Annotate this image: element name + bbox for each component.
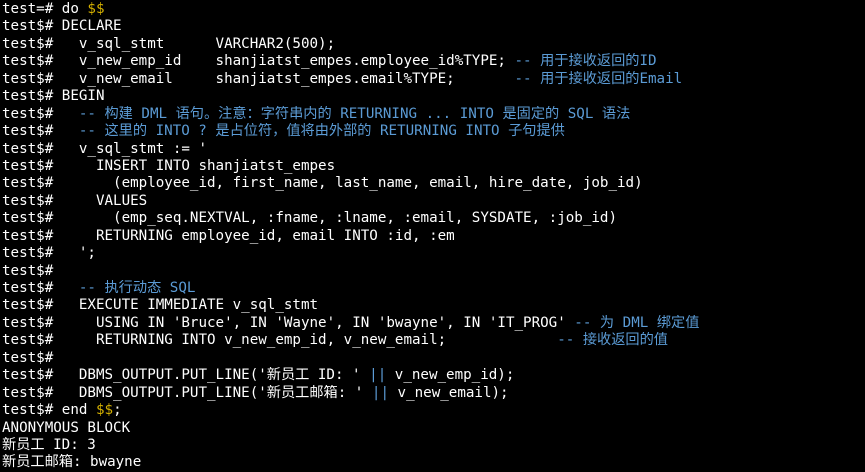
terminal-line: test$# BEGIN bbox=[2, 88, 865, 105]
concat-operator: || bbox=[369, 367, 387, 384]
terminal-line: test$# RETURNING INTO v_new_emp_id, v_ne… bbox=[2, 332, 865, 349]
output-line: 新员工 ID: 3 bbox=[2, 436, 96, 453]
dollar-quote: $$ bbox=[95, 402, 114, 419]
terminal-line: test$# v_sql_stmt VARCHAR2(500); bbox=[2, 36, 865, 53]
code-text: USING IN 'Bruce', IN 'Wayne', IN 'bwayne… bbox=[53, 314, 575, 331]
terminal-line: test$# DBMS_OUTPUT.PUT_LINE('新员工 ID: ' |… bbox=[2, 367, 865, 384]
prompt: test$# bbox=[2, 210, 54, 227]
code-comment: -- 这里的 INTO ? 是占位符，值将由外部的 RETURNING INTO… bbox=[78, 123, 565, 140]
code-comment: -- 为 DML 绑定值 bbox=[574, 314, 700, 331]
prompt: test=# bbox=[2, 1, 54, 17]
code-text: v_new_emp_id); bbox=[386, 367, 515, 384]
terminal-line: test$# -- 执行动态 SQL bbox=[2, 280, 865, 297]
code-text: ; bbox=[113, 402, 122, 419]
prompt: test$# bbox=[2, 280, 54, 296]
terminal-line: test$# v_new_email shanjiatst_empes.emai… bbox=[2, 71, 865, 88]
prompt: test$# bbox=[2, 314, 54, 331]
terminal-line: test$# DECLARE bbox=[2, 18, 865, 35]
code-text: end bbox=[53, 402, 96, 419]
code-text bbox=[53, 123, 79, 139]
terminal-line: test$# -- 这里的 INTO ? 是占位符，值将由外部的 RETURNI… bbox=[2, 123, 865, 140]
code-text: v_sql_stmt VARCHAR2(500); bbox=[53, 35, 336, 52]
terminal-line: test$# (emp_seq.NEXTVAL, :fname, :lname,… bbox=[2, 210, 865, 227]
code-text: DBMS_OUTPUT.PUT_LINE('新员工邮箱: ' bbox=[53, 384, 372, 401]
terminal-line: test$# v_sql_stmt := ' bbox=[2, 141, 865, 158]
output-line: 新员工邮箱: bwayne bbox=[2, 454, 142, 471]
code-text: DECLARE bbox=[53, 18, 122, 35]
terminal-line: test$# USING IN 'Bruce', IN 'Wayne', IN … bbox=[2, 315, 865, 332]
prompt: test$# bbox=[2, 35, 54, 52]
dollar-quote: $$ bbox=[87, 1, 105, 17]
prompt: test$# bbox=[2, 192, 54, 209]
terminal-line: test$# bbox=[2, 350, 865, 367]
prompt: test$# bbox=[2, 384, 54, 401]
code-comment: -- 用于接收返回的ID bbox=[514, 53, 657, 70]
code-text: (employee_id, first_name, last_name, ema… bbox=[53, 175, 643, 192]
code-text: v_new_emp_id shanjiatst_empes.employee_i… bbox=[53, 53, 515, 70]
code-comment: -- 执行动态 SQL bbox=[78, 280, 196, 296]
output-line: ANONYMOUS BLOCK bbox=[2, 419, 131, 436]
terminal-line: test$# RETURNING employee_id, email INTO… bbox=[2, 228, 865, 245]
code-text: BEGIN bbox=[53, 88, 105, 105]
terminal-line: test=# do $$ bbox=[2, 1, 865, 18]
prompt: test$# bbox=[2, 88, 54, 105]
prompt: test$# bbox=[2, 53, 54, 70]
code-comment: -- 构建 DML 语句。注意：字符串内的 RETURNING ... INTO… bbox=[78, 105, 631, 122]
code-text: v_sql_stmt := ' bbox=[53, 140, 207, 157]
prompt: test$# bbox=[2, 18, 54, 35]
code-text: '; bbox=[53, 245, 96, 262]
terminal-line: test$# VALUES bbox=[2, 193, 865, 210]
code-text: EXECUTE IMMEDIATE v_sql_stmt bbox=[53, 297, 319, 314]
prompt: test$# bbox=[2, 367, 54, 384]
prompt: test$# bbox=[2, 297, 54, 314]
prompt: test$# bbox=[2, 123, 54, 140]
terminal-line: test$# end $$; bbox=[2, 402, 865, 419]
prompt: test$# bbox=[2, 262, 54, 279]
prompt: test$# bbox=[2, 175, 54, 192]
prompt: test$# bbox=[2, 140, 54, 157]
prompt: test$# bbox=[2, 70, 54, 87]
code-text: v_new_email shanjiatst_empes.email%TYPE; bbox=[53, 70, 515, 87]
prompt: test$# bbox=[2, 227, 54, 244]
terminal-line: test$# (employee_id, first_name, last_na… bbox=[2, 175, 865, 192]
terminal-line: test$# '; bbox=[2, 245, 865, 262]
code-text bbox=[53, 280, 79, 296]
code-text: do bbox=[53, 1, 88, 17]
terminal-line: test$# v_new_emp_id shanjiatst_empes.emp… bbox=[2, 53, 865, 70]
terminal-line: test$# EXECUTE IMMEDIATE v_sql_stmt bbox=[2, 297, 865, 314]
code-text: DBMS_OUTPUT.PUT_LINE('新员工 ID: ' bbox=[53, 367, 370, 384]
code-text: v_new_email); bbox=[389, 384, 509, 401]
prompt: test$# bbox=[2, 157, 54, 174]
code-text: VALUES bbox=[53, 192, 148, 209]
code-text: RETURNING employee_id, email INTO :id, :… bbox=[53, 227, 455, 244]
code-text: INSERT INTO shanjiatst_empes bbox=[53, 157, 336, 174]
code-comment: -- 用于接收返回的Email bbox=[514, 70, 683, 87]
terminal-line: test$# -- 构建 DML 语句。注意：字符串内的 RETURNING .… bbox=[2, 106, 865, 123]
prompt: test$# bbox=[2, 402, 54, 419]
code-text: (emp_seq.NEXTVAL, :fname, :lname, :email… bbox=[53, 210, 617, 227]
code-comment: -- 接收返回的值 bbox=[557, 332, 668, 349]
prompt: test$# bbox=[2, 332, 54, 349]
concat-operator: || bbox=[371, 384, 389, 401]
terminal-line: test$# bbox=[2, 263, 865, 280]
terminal-line: test$# INSERT INTO shanjiatst_empes bbox=[2, 158, 865, 175]
prompt: test$# bbox=[2, 349, 54, 366]
code-text: RETURNING INTO v_new_emp_id, v_new_email… bbox=[53, 332, 558, 349]
prompt: test$# bbox=[2, 105, 54, 122]
code-text bbox=[53, 106, 79, 122]
terminal-line: test$# DBMS_OUTPUT.PUT_LINE('新员工邮箱: ' ||… bbox=[2, 385, 865, 402]
prompt: test$# bbox=[2, 245, 54, 262]
